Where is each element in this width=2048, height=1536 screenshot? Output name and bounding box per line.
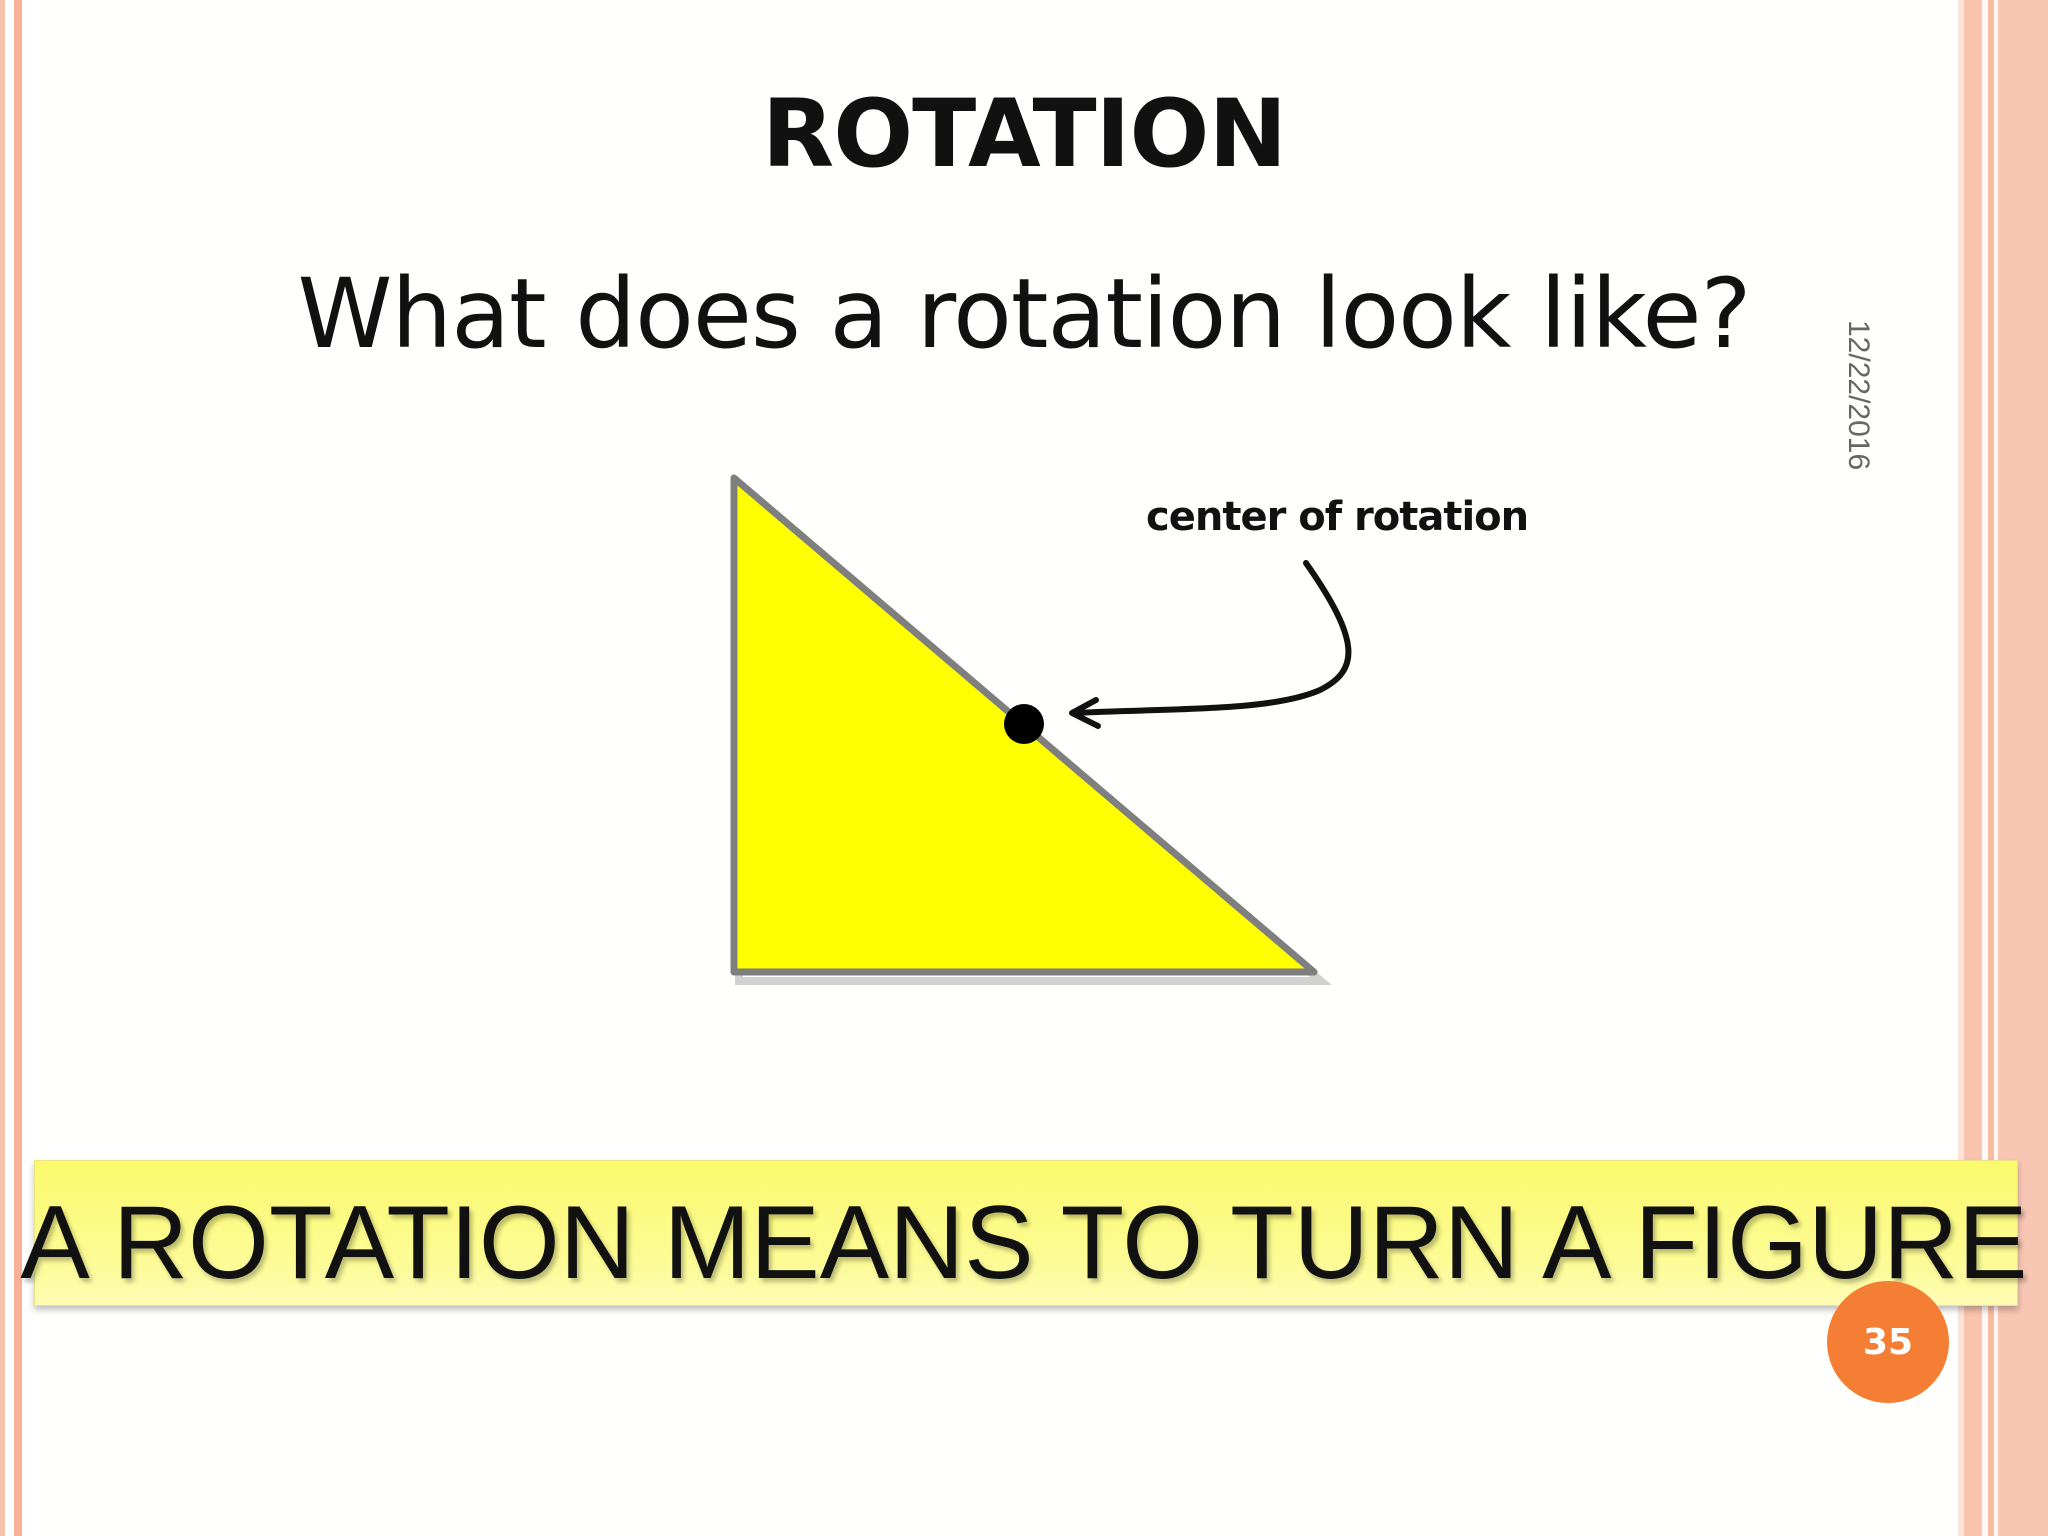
pointer-arrow	[1071, 560, 1352, 716]
left-border-stripe-inner	[14, 0, 22, 1536]
slide-title: ROTATION	[761, 80, 1287, 189]
page-number-badge: 35	[1827, 1281, 1949, 1403]
left-border-stripe	[0, 0, 5, 1536]
center-of-rotation-label: center of rotation	[1146, 494, 1529, 540]
center-of-rotation-dot	[1004, 704, 1044, 744]
slide-subtitle: What does a rotation look like?	[297, 258, 1751, 370]
definition-banner	[34, 1160, 2018, 1306]
definition-text: A ROTATION MEANS TO TURN A FIGURE	[20, 1185, 2028, 1301]
arrow-head	[1069, 697, 1101, 729]
